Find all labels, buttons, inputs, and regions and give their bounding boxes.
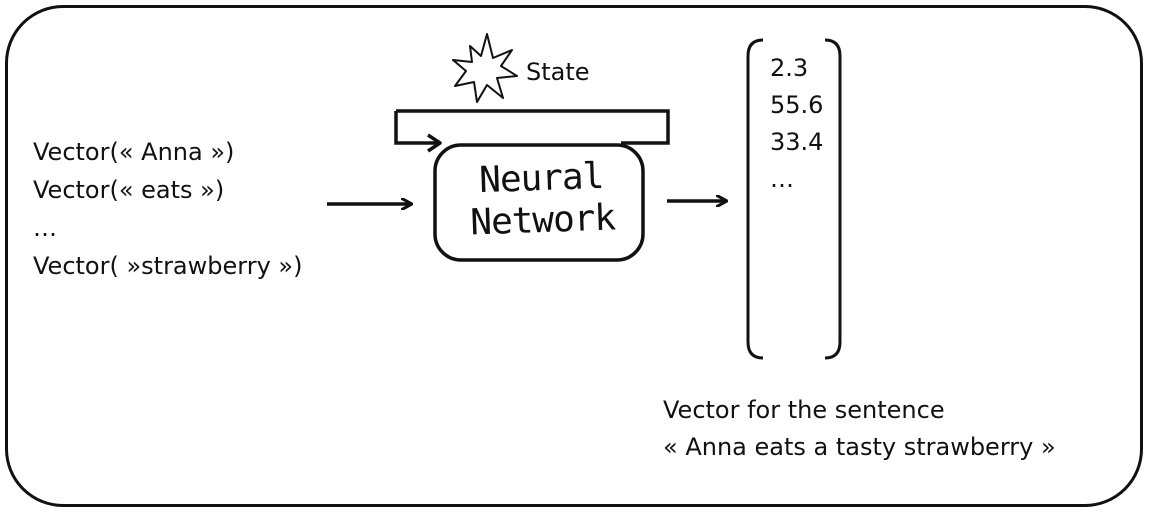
neural-network-label-line1: Neural [478,155,604,202]
caption-line-2: « Anna eats a tasty strawberry » [663,433,1056,461]
output-caption: Vector for the sentence « Anna eats a ta… [663,392,1056,466]
output-vector-value: 55.6 [770,91,824,119]
input-vector-strawberry: Vector( »strawberry ») [33,252,303,280]
star-burst-icon [452,33,518,103]
feedback-arrow-icon [427,133,442,153]
output-vector-values: 2.3 55.6 33.4 … [770,50,823,198]
left-bracket [746,38,764,360]
input-vector-list: Vector(« Anna ») Vector(« eats ») … Vect… [33,133,302,285]
right-bracket [824,38,842,360]
neural-network-label: Neural Network [446,155,639,246]
input-vector-ellipsis: … [33,214,57,242]
input-vector-anna: Vector(« Anna ») [33,138,235,166]
output-vector-value: 33.4 [770,128,824,156]
caption-line-1: Vector for the sentence [663,396,945,424]
output-vector-value: 2.3 [770,54,809,82]
neural-network-box [433,143,645,262]
diagram-frame [5,5,1143,507]
input-vector-eats: Vector(« eats ») [33,176,225,204]
neural-network-label-line2: Network [469,197,616,244]
feedback-loop [394,109,670,145]
output-vector-value: … [770,165,794,193]
state-label: State [526,58,590,86]
